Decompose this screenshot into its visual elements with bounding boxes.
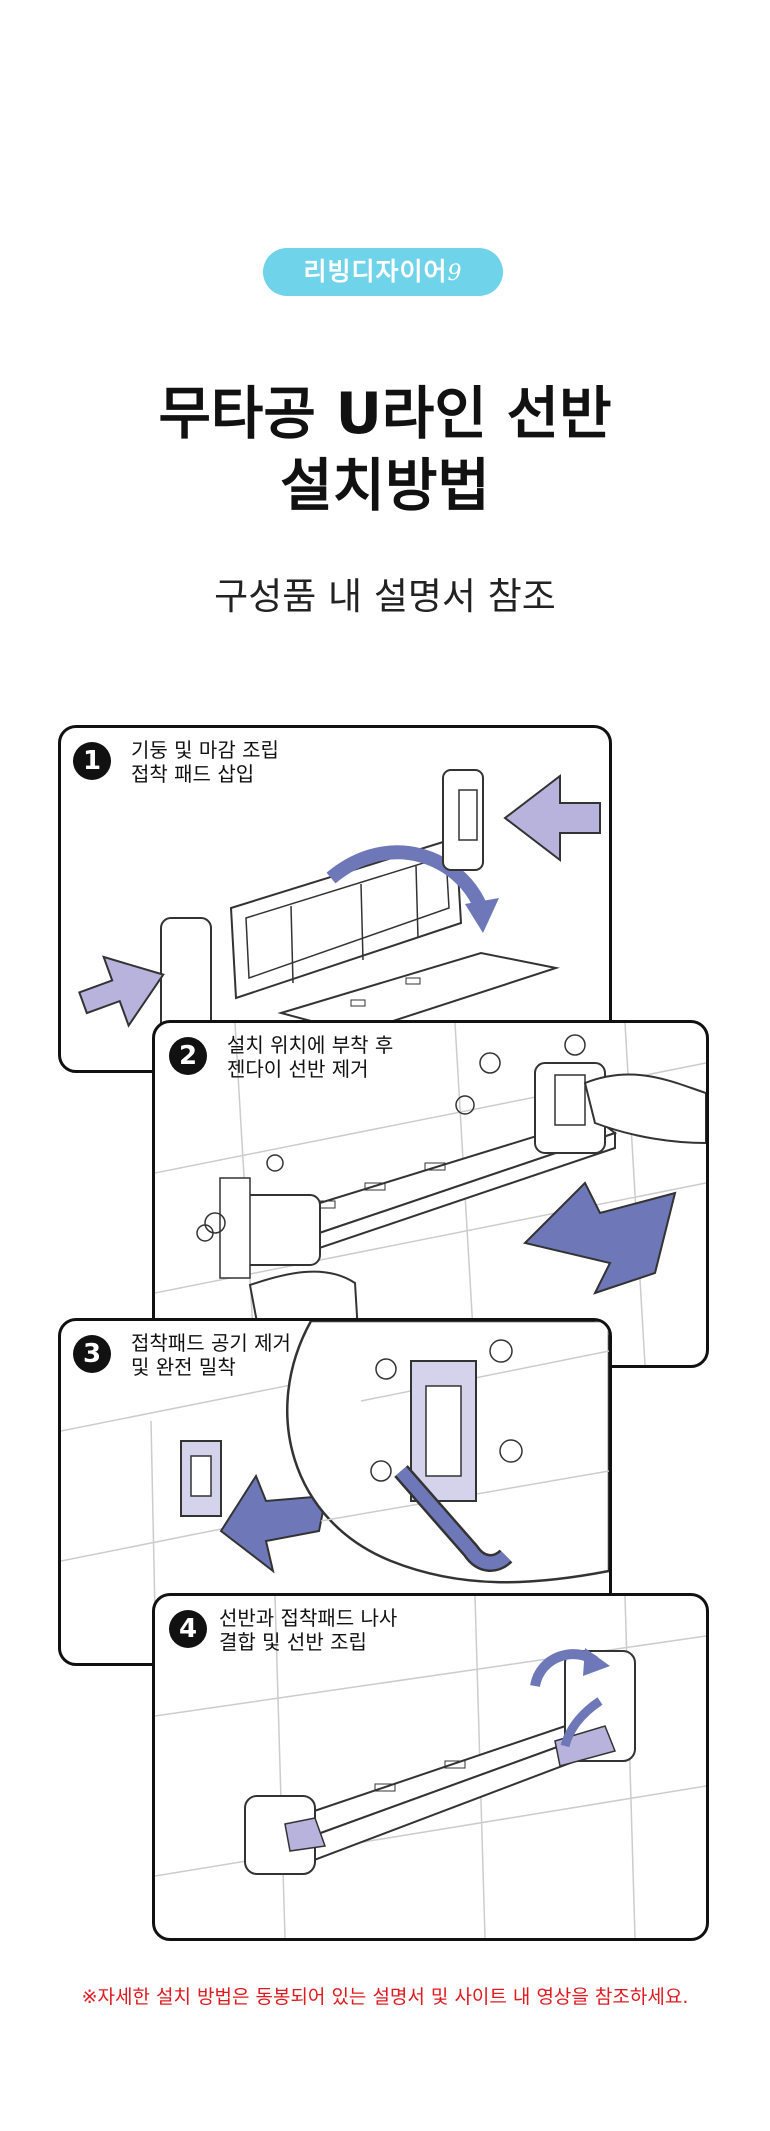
brand-badge: 리빙디자이어9 bbox=[263, 248, 503, 296]
step-3-number: 3 bbox=[73, 1335, 111, 1373]
step-1-line1: 기둥 및 마감 조립 bbox=[131, 738, 279, 762]
step-1-panel: 1 기둥 및 마감 조립 접착 패드 삽입 bbox=[58, 725, 612, 1073]
page-title-line2: 설치방법 bbox=[280, 453, 490, 519]
step-4-line1: 선반과 접착패드 나사 bbox=[219, 1606, 398, 1630]
page-title-line1: 무타공 U라인 선반 bbox=[158, 381, 612, 447]
step-2-line2: 젠다이 선반 제거 bbox=[227, 1057, 369, 1081]
step-2-panel: 2 설치 위치에 부착 후 젠다이 선반 제거 bbox=[152, 1020, 709, 1368]
installation-note: ※자세한 설치 방법은 동봉되어 있는 설명서 및 사이트 내 영상을 참조하세… bbox=[81, 1986, 689, 2008]
step-2-number: 2 bbox=[169, 1037, 207, 1075]
step-4-number: 4 bbox=[169, 1610, 207, 1648]
step-2-illustration bbox=[155, 1023, 706, 1365]
step-4-panel: 4 선반과 접착패드 나사 결합 및 선반 조립 bbox=[152, 1593, 709, 1941]
step-1-line2: 접착 패드 삽입 bbox=[131, 762, 255, 786]
step-3-line1: 접착패드 공기 제거 bbox=[131, 1331, 291, 1355]
step-1-number: 1 bbox=[73, 742, 111, 780]
brand-label: 리빙디자이어 bbox=[303, 257, 448, 286]
brand-suffix: 9 bbox=[447, 261, 463, 286]
step-3-line2: 및 완전 밀착 bbox=[131, 1355, 236, 1379]
step-4-illustration bbox=[155, 1596, 706, 1938]
step-4-line2: 결합 및 선반 조립 bbox=[219, 1630, 367, 1654]
page-subtitle: 구성품 내 설명서 참조 bbox=[214, 575, 556, 618]
step-3-illustration bbox=[61, 1321, 609, 1663]
step-2-line1: 설치 위치에 부착 후 bbox=[227, 1033, 394, 1057]
